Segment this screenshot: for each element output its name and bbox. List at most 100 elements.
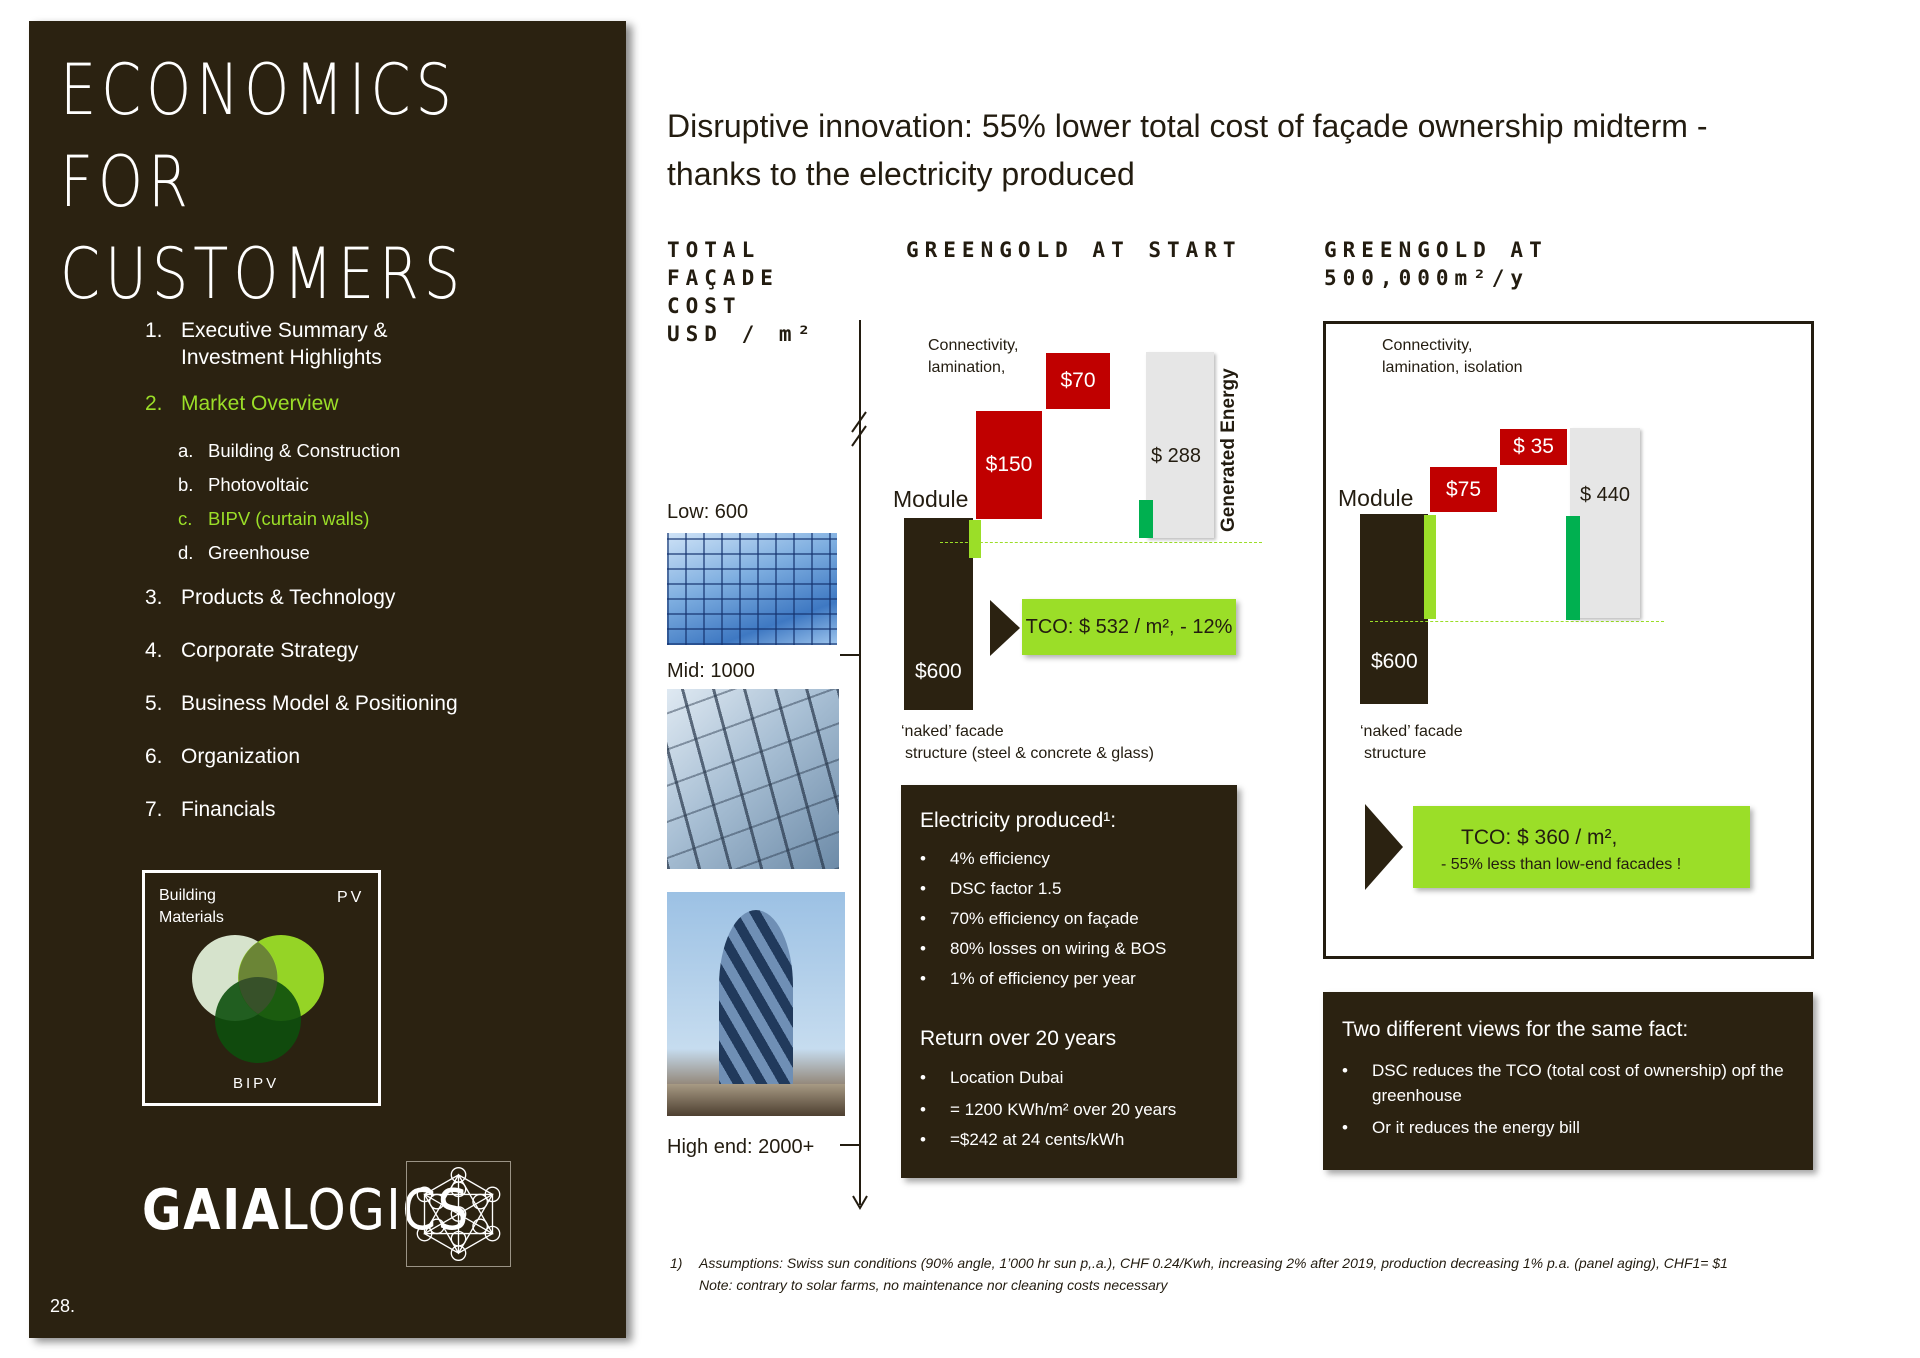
list-item: DSC reduces the TCO (total cost of owner… [1342,1058,1792,1108]
gherkin-building-photo [667,892,845,1116]
scale-chart-frame [1323,321,1814,959]
two-views-box: Two different views for the same fact: D… [1323,992,1813,1170]
label-line: ‘naked’ facade [1360,723,1463,740]
start-base-bar [904,518,973,710]
heading-line: 500,000m²/y [1324,266,1530,290]
toc-number: 6. [145,745,163,768]
logo-bold: GAIA [142,1178,281,1243]
sidebar-title-line2: CUSTOMERS [60,233,466,315]
start-energy-green-bar [1139,500,1153,538]
heading-line: COST [667,294,742,318]
toc-label: Investment Highlights [181,346,382,369]
venn-circles [192,935,324,1063]
cost-mid-label: Mid: 1000 [667,660,755,682]
footnote-number: 1) [670,1255,683,1271]
start-energy-bar [1146,352,1214,538]
two-views-title: Two different views for the same fact: [1342,1018,1689,1041]
heading-line: USD / m² [667,322,817,346]
toc-label: Executive Summary & [181,319,388,342]
toc-label: Financials [181,798,276,821]
toc-label: Greenhouse [208,542,310,563]
toc-label: Products & Technology [181,586,396,609]
toc-number: 5. [145,692,163,715]
label-line: Connectivity, [1382,337,1473,354]
heading-line: TOTAL [667,238,761,262]
electricity-list: 4% efficiency DSC factor 1.5 70% efficie… [920,849,1230,989]
toc-number: 1. [145,319,163,342]
list-item: 80% losses on wiring & BOS [920,939,1230,959]
footnote-line2: Note: contrary to solar farms, no mainte… [699,1277,1168,1293]
label-line: structure (steel & concrete & glass) [905,745,1154,762]
toc-number: b. [178,474,194,495]
metatron-cube-icon [406,1161,511,1267]
start-tco-arrow-icon [990,600,1020,656]
start-naked-facade-label: ‘naked’ facade structure (steel & concre… [901,721,1154,765]
return-list: Location Dubai = 1200 KWh/m² over 20 yea… [920,1068,1230,1150]
list-item: 4% efficiency [920,849,1230,869]
toc-label: Building & Construction [208,440,401,461]
start-module-label: Module [893,486,969,512]
footnote: 1) Assumptions: Swiss sun conditions (90… [670,1252,1728,1296]
scale-tco-line1: TCO: $ 360 / m², [1461,826,1618,849]
scale-tco-arrow-icon [1365,804,1403,890]
toc-label: BIPV (curtain walls) [208,508,370,529]
toc-number: a. [178,440,194,461]
start-base-value: $600 [915,660,962,683]
heading-line: GREENGOLD AT [1324,238,1548,262]
total-cost-heading: TOTAL FAÇADE COST USD / m² [667,236,816,348]
scale-base-bar [1360,514,1428,704]
list-item: = 1200 KWh/m² over 20 years [920,1100,1230,1120]
start-connectivity-cost-bar: $70 [1046,353,1110,409]
scale-tco-badge: TCO: $ 360 / m², - 55% less than low-end… [1413,806,1750,888]
start-connectivity-cost-value: $70 [1060,369,1096,392]
label-line: ‘naked’ facade [901,723,1004,740]
scale-base-value: $600 [1371,650,1418,673]
venn-diagram-box: Building Materials PV BIPV [142,870,381,1106]
scale-tco-line2: - 55% less than low-end facades ! [1441,856,1682,873]
scale-heading: GREENGOLD AT 500,000m²/y [1324,236,1548,292]
headline-line1: Disruptive innovation: 55% lower total c… [667,108,1708,144]
start-energy-value: $ 288 [1151,445,1202,467]
headline-line2: thanks to the electricity produced [667,156,1135,192]
scale-naked-facade-label: ‘naked’ facade structure [1360,721,1463,765]
scale-module-label: Module [1338,485,1414,511]
toc-label: Photovoltaic [208,474,309,495]
scale-connectivity-cost-value: $ 35 [1513,435,1554,458]
footnote-line1: Assumptions: Swiss sun conditions (90% a… [699,1255,1728,1271]
heading-line: FAÇADE [667,266,779,290]
cost-high-label: High end: 2000+ [667,1136,815,1158]
toc-label: Corporate Strategy [181,639,359,662]
list-item: Location Dubai [920,1068,1230,1088]
company-logo-text: GAIALOGICS [142,1178,470,1243]
glass-structure-photo [667,689,839,869]
venn-label-bipv: BIPV [233,1075,280,1092]
venn-label-building-materials: Building Materials [159,885,224,929]
scale-baseline-dashed [1370,621,1664,622]
list-item: Or it reduces the energy bill [1342,1118,1792,1138]
list-item: 1% of efficiency per year [920,969,1230,989]
page-headline: Disruptive innovation: 55% lower total c… [667,102,1767,198]
toc-label: Business Model & Positioning [181,692,458,715]
start-module-lime-bar [969,520,981,558]
scale-energy-value: $ 440 [1580,484,1631,506]
logo-light: LOGICS [280,1178,470,1243]
glass-facade-photo [667,533,837,645]
start-module-cost-value: $150 [985,453,1033,476]
toc-number: 2. [145,392,163,415]
list-item: 70% efficiency on façade [920,909,1230,929]
venn-circle-bipv [215,977,301,1063]
venn-label-building: Building [159,887,216,904]
label-line: Connectivity, [928,337,1019,354]
electricity-produced-box: Electricity produced¹: 4% efficiency DSC… [901,785,1237,1178]
two-views-list: DSC reduces the TCO (total cost of owner… [1342,1058,1792,1138]
toc-label: Organization [181,745,301,768]
cost-axis [840,320,868,1210]
toc-number: 4. [145,639,163,662]
label-line: structure [1364,745,1427,762]
page-number: 28. [50,1296,76,1316]
toc-number: d. [178,542,194,563]
scale-module-lime-bar [1424,515,1436,619]
sidebar-title: ECONOMICS FOR CUSTOMERS [60,44,486,320]
toc-number: c. [178,508,193,529]
generated-energy-label: Generated Energy [1218,368,1239,532]
